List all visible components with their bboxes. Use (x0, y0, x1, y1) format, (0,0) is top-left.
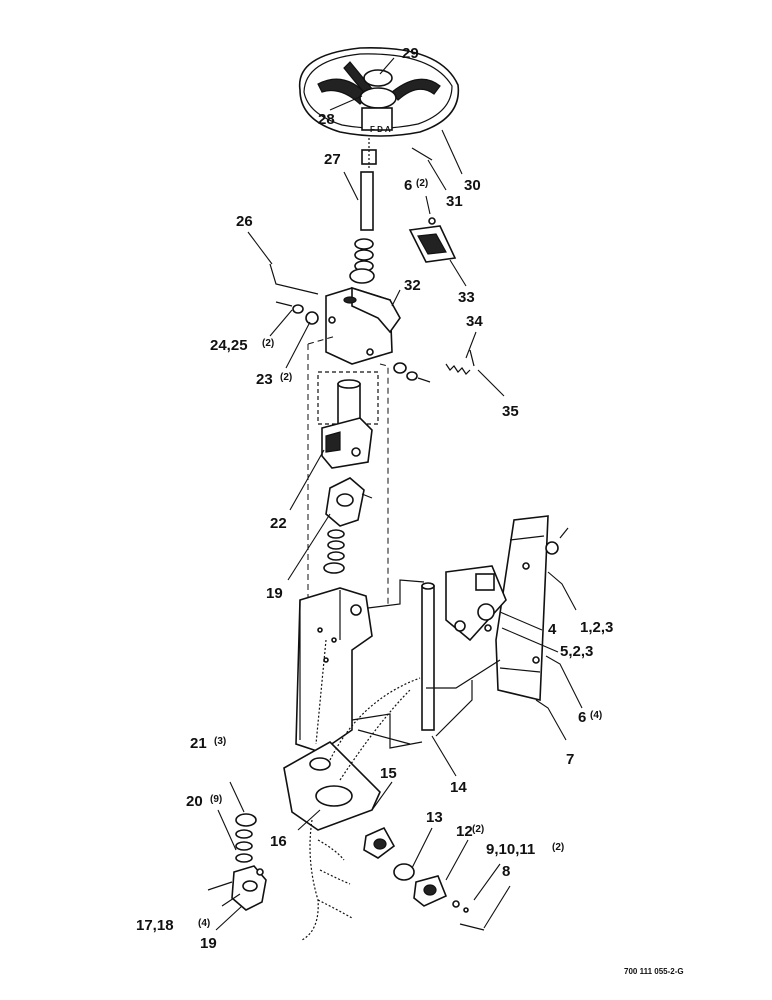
switch-assembly (445, 562, 530, 642)
steering-wheel: F D A (298, 47, 460, 137)
inner-tube (337, 379, 361, 425)
label-9-10-11: 9,10,11 (486, 841, 535, 858)
label-14: 14 (450, 779, 467, 796)
label-22: 22 (270, 515, 287, 532)
upper-shaft (360, 138, 377, 231)
label-21: 21 (190, 735, 207, 752)
label-6-lower-qty: (4) (590, 710, 602, 721)
label-20-qty: (9) (210, 794, 222, 805)
label-5-2-3: 5,2,3 (560, 643, 593, 660)
washer-stack-upper (349, 238, 375, 284)
label-9-10-11-qty: (2) (552, 842, 564, 853)
wire-harness (301, 677, 421, 941)
universal-joint-upper (325, 477, 373, 527)
spring-pin (411, 147, 433, 161)
label-19-lower: 19 (200, 935, 217, 952)
label-35: 35 (502, 403, 519, 420)
yoke (321, 417, 373, 469)
assembly-lines (351, 579, 501, 749)
svg-text:F D A: F D A (370, 125, 391, 134)
label-13: 13 (426, 809, 443, 826)
label-27: 27 (324, 151, 341, 168)
label-26: 26 (236, 213, 253, 230)
universal-joint-lower (207, 813, 267, 911)
label-17-18-qty: (4) (198, 918, 210, 929)
bearing-flange-set (363, 826, 485, 931)
label-7: 7 (566, 751, 574, 768)
drawing-number: 700 111 055-2-G (624, 967, 684, 976)
label-30: 30 (464, 177, 481, 194)
label-19-upper: 19 (266, 585, 283, 602)
label-15: 15 (380, 765, 397, 782)
label-31: 31 (446, 193, 463, 210)
tie-rod (421, 582, 435, 731)
label-6-lower: 6 (578, 709, 586, 726)
bracket-plate (408, 217, 457, 263)
side-bracket-plate (495, 515, 569, 702)
label-24-25-qty: (2) (262, 338, 274, 349)
part-labels: 29 28 30 31 27 6 (2) 26 33 32 24,25 (2) … (136, 45, 684, 976)
base-plate (283, 741, 381, 831)
label-6-upper-qty: (2) (416, 178, 428, 189)
label-1-2-3: 1,2,3 (580, 619, 613, 636)
label-34: 34 (466, 313, 483, 330)
washer-stack-middle (323, 529, 345, 574)
label-12: 12 (456, 823, 473, 840)
leader-lines (215, 57, 583, 931)
label-23-qty: (2) (280, 372, 292, 383)
label-4: 4 (548, 621, 557, 638)
label-16: 16 (270, 833, 287, 850)
label-23: 23 (256, 371, 273, 388)
label-24-25: 24,25 (210, 337, 248, 354)
label-33: 33 (458, 289, 475, 306)
steering-column-body (295, 587, 373, 753)
upper-housing (325, 286, 401, 365)
label-6-upper: 6 (404, 177, 412, 194)
bolt-spring-set-right (393, 349, 475, 383)
label-20: 20 (186, 793, 203, 810)
label-17-18: 17,18 (136, 917, 174, 934)
label-8: 8 (502, 863, 510, 880)
column-outline (307, 335, 389, 606)
label-29: 29 (402, 45, 419, 62)
label-28: 28 (318, 111, 335, 128)
label-32: 32 (404, 277, 421, 294)
label-21-qty: (3) (214, 736, 226, 747)
label-12-qty: (2) (472, 824, 484, 835)
hook-rod (269, 263, 319, 295)
bolt-washer-set-left (275, 301, 319, 325)
